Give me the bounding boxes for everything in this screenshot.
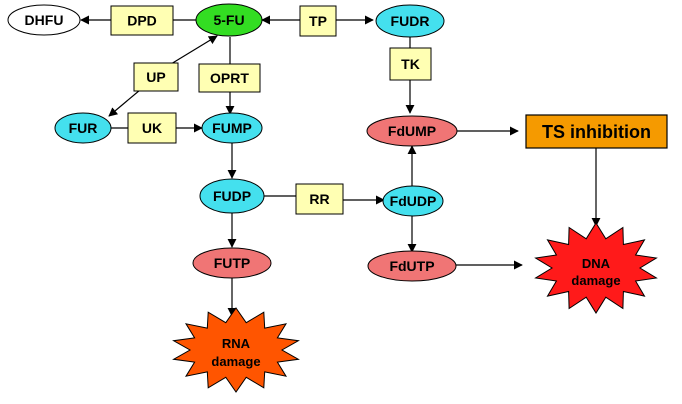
metabolite-fudr: FUDR [375, 4, 445, 38]
metabolite-fudp: FUDP [199, 178, 265, 214]
ts-inhibition-label: TS inhibition [542, 122, 651, 142]
enzyme-uk-label: UK [142, 120, 162, 136]
enzyme-tp: TP [299, 5, 337, 37]
rna-damage-burst: RNA damage [172, 307, 300, 393]
metabolite-dhfu: DHFU [7, 4, 81, 36]
metabolite-dhfu-label: DHFU [25, 12, 64, 28]
metabolite-fudr-label: FUDR [391, 13, 430, 29]
arrow-up-to-5fu [165, 35, 218, 68]
dna-damage-label-line2: damage [571, 273, 620, 288]
metabolite-fdudp-label: FdUDP [390, 193, 437, 209]
metabolite-5fu: 5-FU [195, 3, 263, 37]
enzyme-tp-label: TP [309, 13, 327, 29]
rna-damage-burst-shape [172, 307, 300, 393]
ts-inhibition-box: TS inhibition [525, 114, 668, 149]
enzyme-dpd: DPD [110, 5, 174, 36]
dna-damage-label-line1: DNA [582, 256, 611, 271]
metabolite-fdump: FdUMP [366, 115, 458, 147]
enzyme-rr: RR [295, 183, 344, 215]
rna-damage-label-line1: RNA [222, 336, 251, 351]
enzyme-tk: TK [389, 47, 432, 81]
metabolite-futp-label: FUTP [214, 255, 251, 271]
metabolite-5fu-label: 5-FU [213, 12, 244, 28]
enzyme-oprt: OPRT [198, 63, 261, 93]
metabolite-fudp-label: FUDP [213, 188, 251, 204]
metabolite-fdutp: FdUTP [367, 250, 457, 282]
rna-damage-label-line2: damage [211, 354, 260, 369]
enzyme-uk: UK [127, 112, 177, 144]
arrow-up-to-fur [108, 89, 141, 117]
metabolite-fdudp: FdUDP [382, 185, 444, 217]
metabolite-fur: FUR [54, 112, 112, 144]
metabolite-fdump-label: FdUMP [388, 123, 436, 139]
dna-damage-burst: DNA damage [534, 222, 658, 314]
enzyme-oprt-label: OPRT [210, 70, 249, 86]
metabolite-futp: FUTP [192, 247, 272, 279]
enzyme-up: UP [133, 62, 179, 92]
enzyme-up-label: UP [146, 69, 165, 85]
enzyme-rr-label: RR [309, 191, 329, 207]
dna-damage-burst-shape [534, 222, 658, 314]
connectors [80, 15, 601, 317]
metabolite-fdutp-label: FdUTP [389, 258, 434, 274]
enzyme-dpd-label: DPD [127, 13, 157, 29]
metabolite-fump-label: FUMP [212, 120, 252, 136]
metabolite-fur-label: FUR [69, 120, 98, 136]
enzyme-tk-label: TK [401, 56, 420, 72]
metabolite-fump: FUMP [201, 112, 263, 144]
